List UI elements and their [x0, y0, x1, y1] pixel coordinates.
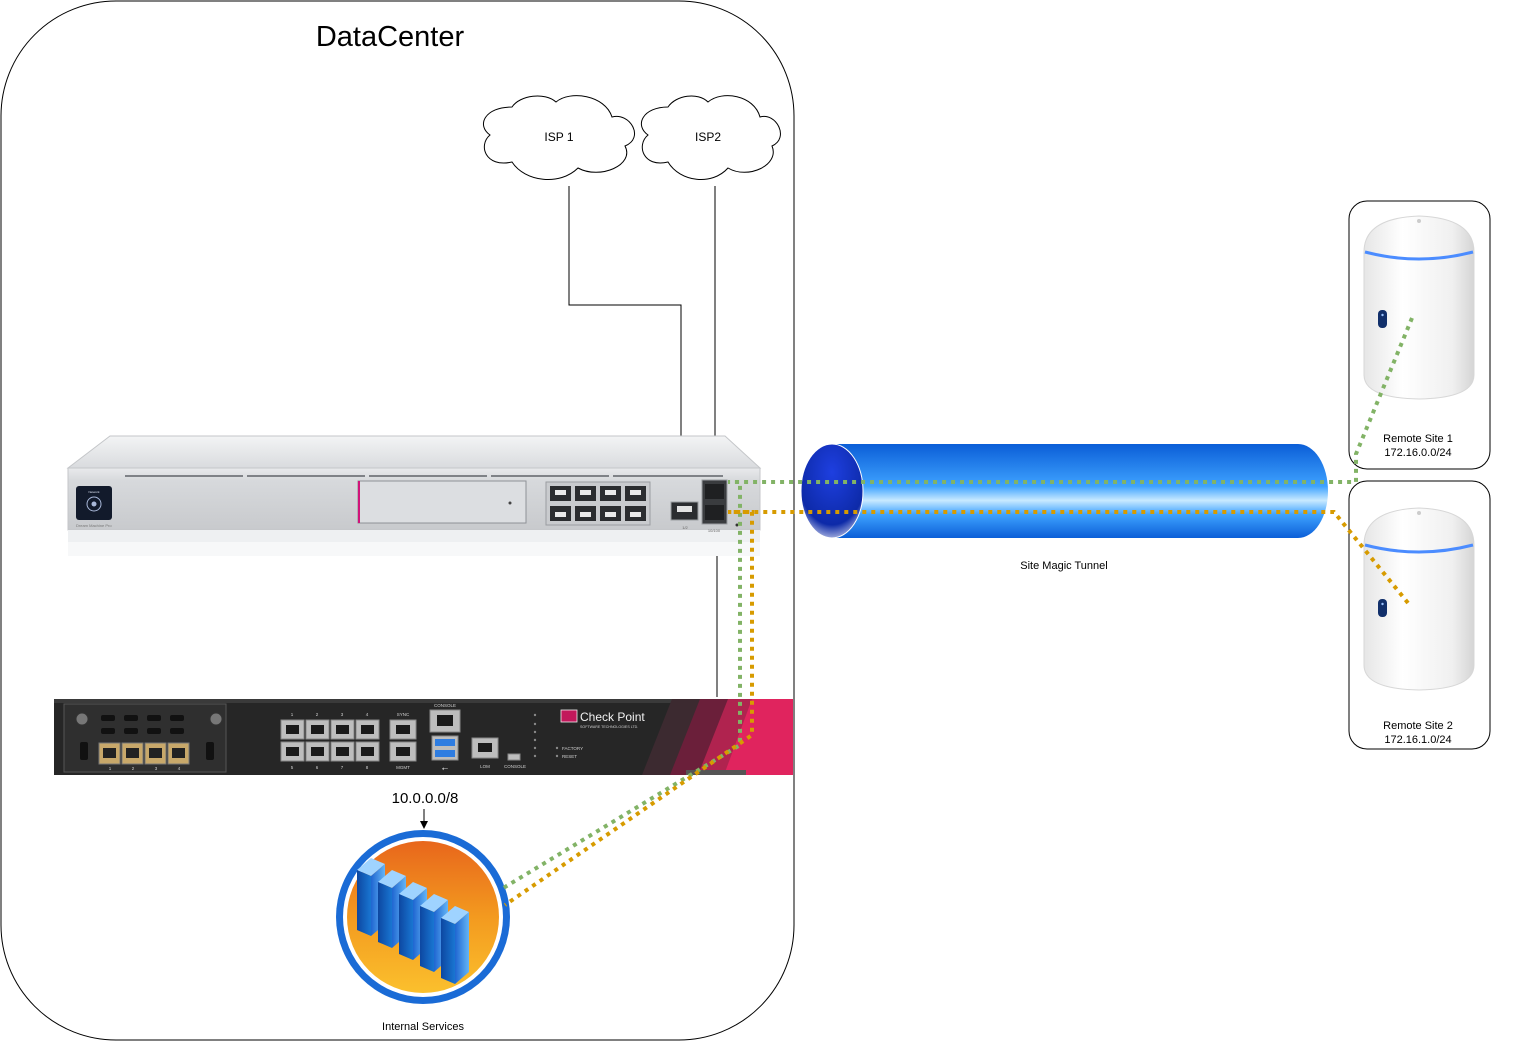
- gateway-device[interactable]: Network Dream Machine Pro 1/2: [66, 435, 762, 556]
- firewall-factory-label: FACTORY: [562, 746, 583, 751]
- firewall-port-number: 4: [366, 712, 369, 717]
- remote-site-subnet: 172.16.0.0/24: [1384, 447, 1451, 459]
- firewall-sfp-number: 2: [132, 766, 135, 771]
- firewall-screw-icon: [75, 712, 89, 726]
- remote-gateway-pod: [1363, 215, 1475, 400]
- tunnel-label: Site Magic Tunnel: [1020, 560, 1107, 572]
- firewall-sfp-number: 1: [109, 766, 112, 771]
- gateway-logo-icon: [86, 496, 102, 512]
- checkpoint-logo-icon: [560, 709, 578, 723]
- firewall-mgmt-label: MGMT: [396, 765, 410, 770]
- isp1-link: [568, 186, 682, 505]
- datacenter-title: DataCenter: [316, 21, 465, 53]
- remote-site-name: Remote Site 1: [1383, 433, 1453, 445]
- firewall-brand-sub: SOFTWARE TECHNOLOGIES LTD.: [580, 725, 638, 729]
- pod-screen: [1378, 310, 1387, 328]
- gateway-device-label: Dream Machine Pro: [76, 523, 112, 528]
- tunnel-opening: [800, 443, 864, 539]
- firewall-lom-label: LOM: [480, 764, 490, 769]
- usb-icon: ⭠: [442, 764, 449, 773]
- isp2-cloud[interactable]: ISP2: [641, 95, 781, 180]
- remote-site-subnet: 172.16.1.0/24: [1384, 734, 1451, 746]
- internal-services-icon[interactable]: [336, 830, 510, 1004]
- internal-services-label: Internal Services: [382, 1021, 464, 1033]
- firewall-brand: Check Point: [580, 710, 645, 724]
- firewall-port-number: 8: [366, 765, 369, 770]
- firewall-sfp-number: 3: [155, 766, 158, 771]
- firewall-port-number: 3: [341, 712, 344, 717]
- remote-site-1[interactable]: Remote Site 1 172.16.0.0/24: [1348, 200, 1491, 470]
- internal-subnet-label: 10.0.0.0/8: [392, 790, 459, 807]
- firewall-port-number: 2: [316, 712, 319, 717]
- gateway-port-caption: 1/2: [682, 525, 688, 530]
- firewall-mini-console-port[interactable]: [507, 753, 521, 761]
- isp1-label: ISP 1: [544, 130, 573, 144]
- firewall-sync-label: SYNC: [397, 712, 410, 717]
- firewall-console2-label: CONSOLE: [504, 764, 526, 769]
- gateway-sfp-caption: 10/100: [708, 528, 721, 533]
- firewall-console-label: CONSOLE: [434, 703, 456, 708]
- remote-site-name: Remote Site 2: [1383, 720, 1453, 732]
- firewall-port-number: 1: [291, 712, 294, 717]
- pod-screen: [1378, 599, 1387, 617]
- gateway-screen-text: Network: [88, 490, 100, 494]
- firewall-port-number: 5: [291, 765, 294, 770]
- server-icon: [441, 906, 469, 984]
- firewall-reset-label: RESET: [562, 754, 577, 759]
- remote-site-2[interactable]: Remote Site 2 172.16.1.0/24: [1348, 480, 1491, 750]
- gateway-drive-bay: [357, 480, 527, 524]
- remote-gateway-pod: [1363, 507, 1475, 691]
- firewall-device[interactable]: 1 2 3 4 1 2 3 4 5 6 7 8: [54, 699, 793, 775]
- firewall-sfp-number: 4: [178, 766, 181, 771]
- site2-vpn-path: [503, 510, 1410, 907]
- firewall-port-number: 7: [341, 765, 344, 770]
- site-magic-tunnel[interactable]: [800, 443, 1328, 539]
- isp2-label: ISP2: [695, 130, 721, 144]
- arrow-down-icon: [420, 821, 428, 829]
- isp1-cloud[interactable]: ISP 1: [482, 95, 636, 180]
- firewall-port-number: 6: [316, 765, 319, 770]
